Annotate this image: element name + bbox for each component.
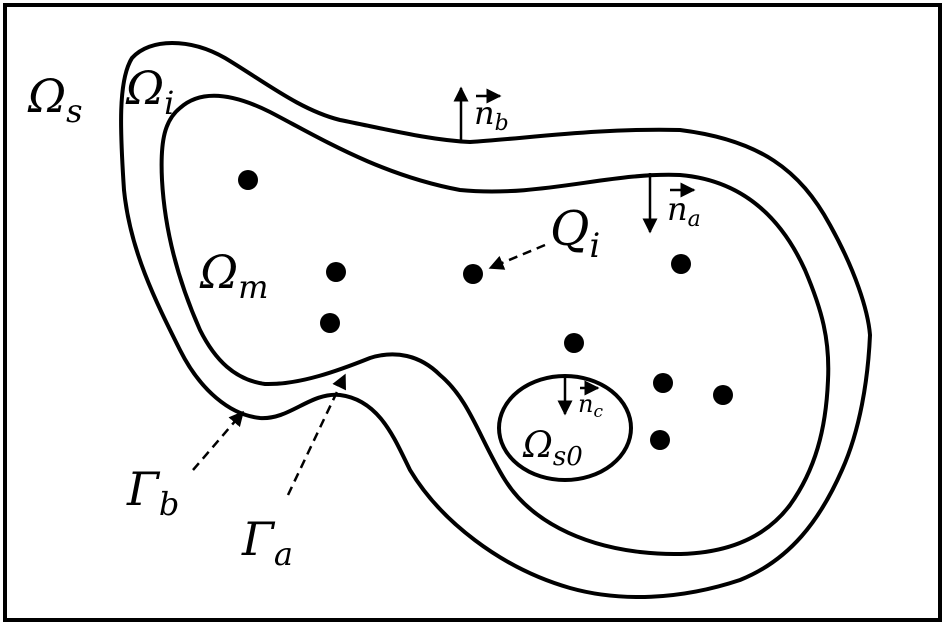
label-gamma-b: Γb (126, 462, 179, 523)
source-point (671, 254, 691, 274)
source-point (463, 264, 483, 284)
label-q-i: Qi (550, 201, 600, 266)
label-gamma-a: Γa (241, 512, 293, 573)
source-point (320, 313, 340, 333)
figure-frame (3, 3, 942, 622)
label-omega-s: Ωs (27, 69, 83, 130)
gamma-b-pointer-arrow (192, 410, 244, 471)
label-n-b: nb (474, 88, 509, 136)
label-n-a: na (667, 182, 701, 232)
svg-text:nb: nb (474, 94, 509, 136)
label-omega-i: Ωi (125, 61, 174, 122)
label-n-c: nc (578, 380, 603, 422)
source-point (564, 333, 584, 353)
source-point (713, 385, 733, 405)
qi-pointer-arrow (488, 243, 546, 270)
source-point (238, 170, 258, 190)
source-point (326, 262, 346, 282)
outer-boundary-gamma-b (119, 41, 872, 600)
svg-text:na: na (667, 190, 701, 232)
label-omega-s0: Ωs0 (522, 425, 583, 472)
gamma-a-pointer-arrow (286, 373, 347, 496)
source-points (238, 170, 733, 450)
svg-text:nc: nc (578, 390, 603, 422)
source-point (653, 373, 673, 393)
label-omega-m: Ωm (199, 245, 268, 306)
inner-boundary-gamma-a (159, 93, 831, 557)
source-point (650, 430, 670, 450)
